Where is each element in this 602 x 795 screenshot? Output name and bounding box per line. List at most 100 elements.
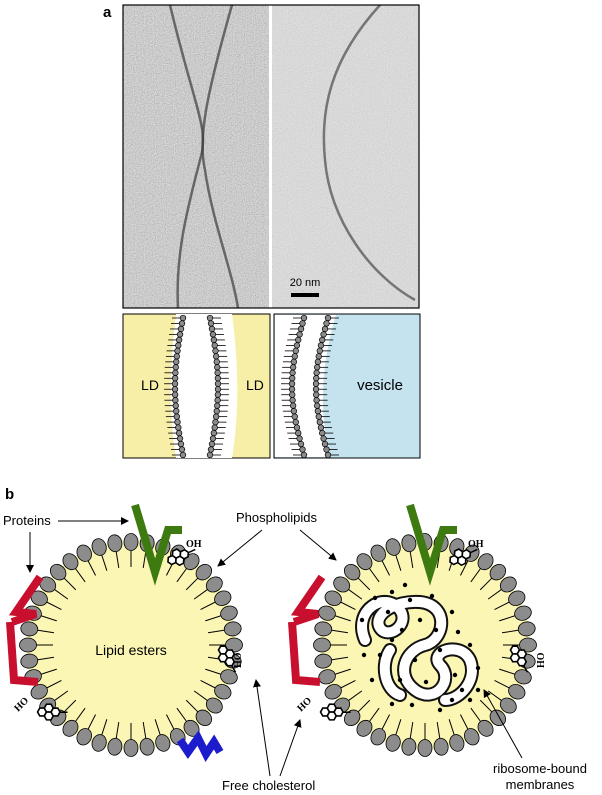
ribosome xyxy=(385,609,391,615)
ribosome xyxy=(412,657,418,663)
protein-green-left xyxy=(131,503,182,586)
lipid-head xyxy=(401,737,417,756)
lipid-head xyxy=(205,697,223,714)
lipid-head xyxy=(514,605,532,621)
lipid-head xyxy=(292,418,299,426)
lipid-head xyxy=(139,737,155,756)
lipid-head xyxy=(172,397,179,404)
lipid-tail xyxy=(185,699,199,713)
lipid-head xyxy=(289,391,296,398)
lipid-head xyxy=(62,719,79,737)
lipid-tail xyxy=(436,721,441,739)
lipid-head xyxy=(401,534,417,553)
ribosome-label-line1: ribosome-bound xyxy=(493,761,587,776)
lipid-head xyxy=(317,342,325,349)
panel-a-letter: a xyxy=(103,4,112,21)
lipid-tail xyxy=(494,601,510,611)
em-image-right xyxy=(272,4,419,308)
lipid-tail xyxy=(334,668,351,675)
lipid-head xyxy=(76,728,92,746)
lipid-head xyxy=(289,402,297,409)
lipid-head xyxy=(220,605,238,621)
ribosome xyxy=(389,701,395,707)
lipid-head xyxy=(214,386,222,393)
lipid-head xyxy=(323,320,330,327)
lipid-head xyxy=(316,347,323,355)
lipid-head xyxy=(312,386,320,393)
lipid-head xyxy=(291,413,298,420)
lipid-head xyxy=(314,653,333,669)
lipid-head xyxy=(214,375,222,382)
lipid-tail xyxy=(53,588,69,600)
lipid-head xyxy=(313,391,320,398)
panel-b-letter: b xyxy=(5,486,14,503)
lipid-head xyxy=(315,353,322,360)
lipid-head xyxy=(175,342,182,349)
lipid-head xyxy=(289,397,296,404)
lipid-head xyxy=(179,314,187,322)
lipid-head xyxy=(508,590,526,606)
lipid-head xyxy=(214,364,221,371)
sterol-ring xyxy=(50,707,61,717)
lipid-tail xyxy=(115,721,120,739)
lipid-tail xyxy=(499,615,516,622)
lipid-head xyxy=(206,451,214,459)
ribosome xyxy=(409,702,415,708)
lipid-head xyxy=(91,538,107,556)
ribosome xyxy=(359,617,365,623)
lipid-head xyxy=(293,342,301,349)
lipid-head xyxy=(296,435,303,442)
lipid-head xyxy=(214,590,232,606)
lipid-tail xyxy=(53,690,69,702)
em-image-divider xyxy=(269,5,272,308)
vesicle-bilayer xyxy=(281,314,339,459)
free-cholesterol-label: Free cholesterol xyxy=(222,778,315,793)
lipid-head xyxy=(49,563,67,581)
lipid-head xyxy=(173,358,180,365)
lipid-head xyxy=(177,440,185,448)
cholesterol-molecule xyxy=(217,645,237,673)
ho-label-left-bottom: HO xyxy=(12,695,31,714)
ribosome xyxy=(429,593,435,599)
lipid-esters-label: Lipid esters xyxy=(95,642,167,658)
lipid-head xyxy=(172,364,179,371)
lipid-head xyxy=(321,325,329,333)
lipid-tail xyxy=(448,719,455,736)
lipid-tail xyxy=(331,656,349,661)
lipid-head xyxy=(319,336,326,344)
lipid-tail xyxy=(87,714,97,730)
lipid-head xyxy=(313,637,331,653)
lipid-head xyxy=(356,719,373,737)
oh-label-left: OH xyxy=(186,539,202,550)
lipid-head xyxy=(323,446,330,453)
lipid-head xyxy=(214,391,222,398)
lipid-tail xyxy=(368,707,380,723)
ribosome xyxy=(455,629,461,635)
lipid-tail xyxy=(207,629,225,634)
lipid-tail xyxy=(368,567,380,583)
lipid-head xyxy=(314,621,333,637)
protein-blue-left xyxy=(176,730,224,762)
ribosome xyxy=(475,687,481,693)
lipid-tail xyxy=(63,577,77,591)
lipid-head xyxy=(295,336,302,344)
ribosome xyxy=(372,595,378,601)
ld-label-right: LD xyxy=(246,377,264,393)
lipid-head xyxy=(123,533,139,551)
lipid-head xyxy=(173,353,180,360)
oh-label-right: OH xyxy=(468,539,484,550)
lipid-tail xyxy=(200,601,216,611)
lipid-tail xyxy=(101,719,108,736)
lipid-head xyxy=(176,331,184,338)
lipid-tail xyxy=(165,714,175,730)
lipid-head xyxy=(212,347,219,355)
ribosome xyxy=(361,652,367,658)
lipid-head xyxy=(477,719,494,737)
lipid-head xyxy=(313,369,320,376)
lipid-tail xyxy=(347,690,363,702)
lipid-head xyxy=(205,576,223,593)
lipid-head xyxy=(288,386,296,393)
ribosome-arrow xyxy=(483,689,523,759)
lipid-head xyxy=(320,435,327,442)
lipid-head xyxy=(299,446,306,453)
